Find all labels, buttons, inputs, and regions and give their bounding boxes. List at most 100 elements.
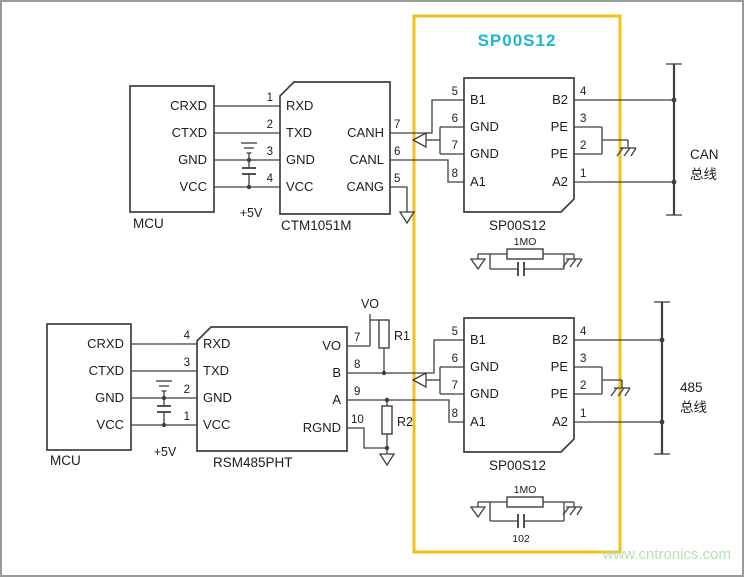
rs485-protector-block: B1 GND GND A1 B2 PE PE A2 5 6 7 8 4 3 2 …: [452, 317, 587, 473]
sp-top-num-2: 2: [580, 140, 586, 152]
rs485-mcu-pin-ctxd: CTXD: [89, 363, 124, 378]
can-mcu-label: MCU: [133, 216, 164, 231]
sp-bot-pin-gnd2: GND: [470, 386, 499, 401]
can-protector-label: SP00S12: [489, 218, 546, 233]
ctm-pin-canl: CANL: [349, 152, 384, 167]
ctm-pin-num-6: 6: [394, 146, 400, 158]
can-gnd-arrow: [411, 126, 464, 155]
rs485-mcu-block: CRXD CTXD GND VCC MCU: [46, 323, 132, 468]
rsm-pin-num-8: 8: [354, 359, 360, 371]
can-mcu-block: CRXD CTXD GND VCC MCU: [129, 85, 215, 231]
rs485-mcu-pin-gnd: GND: [95, 390, 124, 405]
sp-top-num-5: 5: [452, 86, 458, 98]
sp-top-pin-pe2: PE: [551, 146, 569, 161]
rs485-signal-wires: R2: [347, 339, 464, 467]
rs485-rc-filter: 1MO 102: [469, 484, 583, 545]
watermark: www.cntronics.com: [602, 546, 731, 563]
rs485-vo-net: VO R1: [347, 297, 410, 376]
sp-bot-pin-a2: A2: [552, 414, 568, 429]
sp-bot-num-8: 8: [452, 408, 458, 420]
rs485-protector-output-wires: [574, 337, 665, 425]
sp-top-num-1: 1: [580, 168, 586, 180]
can-mcu-pin-crxd: CRXD: [170, 98, 207, 113]
sp-bot-num-1: 1: [580, 408, 586, 420]
rsm-pin-num-2: 2: [184, 384, 190, 396]
junction-dot: [246, 184, 252, 190]
rsm-pin-num-9: 9: [354, 386, 360, 398]
chassis-ground-icon: [562, 258, 583, 268]
sp-top-pin-a1: A1: [470, 174, 486, 189]
r1-label: R1: [394, 329, 410, 343]
rsm-pin-num-7: 7: [354, 332, 360, 344]
signal-ground-icon: [378, 453, 396, 467]
ctm-pin-num-7: 7: [394, 119, 400, 131]
can-transceiver-to-protector-wires: [390, 99, 464, 212]
rs485-mcu-to-transceiver-wires: 4 3 2 1: [131, 330, 197, 426]
can-protector-output-wires: [574, 97, 677, 185]
can-mcu-pin-gnd: GND: [178, 152, 207, 167]
can-decoupling: +5V: [240, 142, 263, 220]
rsm-pin-txd: TXD: [203, 363, 229, 378]
sp-top-num-8: 8: [452, 168, 458, 180]
sp-bot-num-2: 2: [580, 380, 586, 392]
ctm-pin-gnd: GND: [286, 152, 315, 167]
rs485-circuit: CRXD CTXD GND VCC MCU 4 3 2 1: [46, 297, 707, 545]
rs485-rc-capacitor-label: 102: [512, 533, 530, 545]
rs485-transceiver-block: RXD TXD GND VCC VO B A RGND RSM485PHT 7 …: [196, 326, 364, 470]
sp-top-num-4: 4: [580, 86, 587, 98]
ctm-pin-rxd: RXD: [286, 98, 313, 113]
sp-top-pin-b2: B2: [552, 92, 568, 107]
rs485-gnd-arrow: [411, 366, 464, 395]
chassis-ground-icon: [562, 506, 583, 516]
sp-bot-num-7: 7: [452, 380, 458, 392]
r2-label: R2: [397, 415, 413, 429]
rs485-mcu-label: MCU: [50, 453, 81, 468]
can-supply-label: +5V: [240, 206, 263, 220]
sp-bot-num-5: 5: [452, 326, 458, 338]
rs485-bus-label-2: 总线: [680, 400, 707, 415]
ctm-pin-txd: TXD: [286, 125, 312, 140]
sp-bot-pin-pe2: PE: [551, 386, 569, 401]
rs485-transceiver-label: RSM485PHT: [213, 455, 293, 470]
sp-top-pin-gnd2: GND: [470, 146, 499, 161]
can-transceiver-box: [279, 81, 391, 215]
rsm-pin-gnd: GND: [203, 390, 232, 405]
can-bus-label-1: CAN: [690, 147, 719, 162]
sp-bot-pin-pe1: PE: [551, 359, 569, 374]
highlight-title: SP00S12: [478, 31, 557, 50]
signal-ground-icon: [469, 258, 487, 271]
signal-ground-icon: [398, 211, 416, 225]
ground-arrow-icon: [411, 371, 427, 389]
rsm-pin-b: B: [332, 365, 341, 380]
sp-top-pin-b1: B1: [470, 92, 486, 107]
earth-ground-icon: [241, 142, 257, 160]
vo-net-label: VO: [361, 297, 379, 311]
resistor-icon: [506, 248, 544, 260]
junction-dot: [161, 422, 167, 428]
rsm-pin-vo: VO: [322, 338, 341, 353]
sp-bot-pin-gnd1: GND: [470, 359, 499, 374]
rsm-pin-num-1: 1: [184, 411, 190, 423]
sp-top-num-3: 3: [580, 113, 586, 125]
can-mcu-pin-ctxd: CTXD: [172, 125, 207, 140]
sp-top-num-7: 7: [452, 140, 458, 152]
can-mcu-pin-vcc: VCC: [180, 179, 207, 194]
resistor-r2-icon: [381, 405, 393, 435]
rsm-pin-num-4: 4: [184, 330, 191, 342]
can-bus: CAN 总线: [666, 63, 719, 216]
sp-bot-pin-a1: A1: [470, 414, 486, 429]
rs485-rc-resistor-label: 1MO: [514, 484, 537, 496]
rs485-protector-label: SP00S12: [489, 458, 546, 473]
sp00s12-highlight-box: [412, 14, 622, 554]
sp-top-pin-pe1: PE: [551, 119, 569, 134]
rs485-protector-box: [463, 317, 575, 453]
chassis-ground-icon: [610, 387, 631, 397]
ctm-pin-num-5: 5: [394, 173, 400, 185]
capacitor-icon: [242, 160, 256, 187]
resistor-icon: [506, 496, 544, 508]
ground-arrow-icon: [411, 131, 427, 149]
can-rc-filter: 1MO: [469, 236, 583, 276]
rs485-mcu-pin-vcc: VCC: [97, 417, 124, 432]
can-rc-resistor-label: 1MO: [514, 236, 537, 248]
